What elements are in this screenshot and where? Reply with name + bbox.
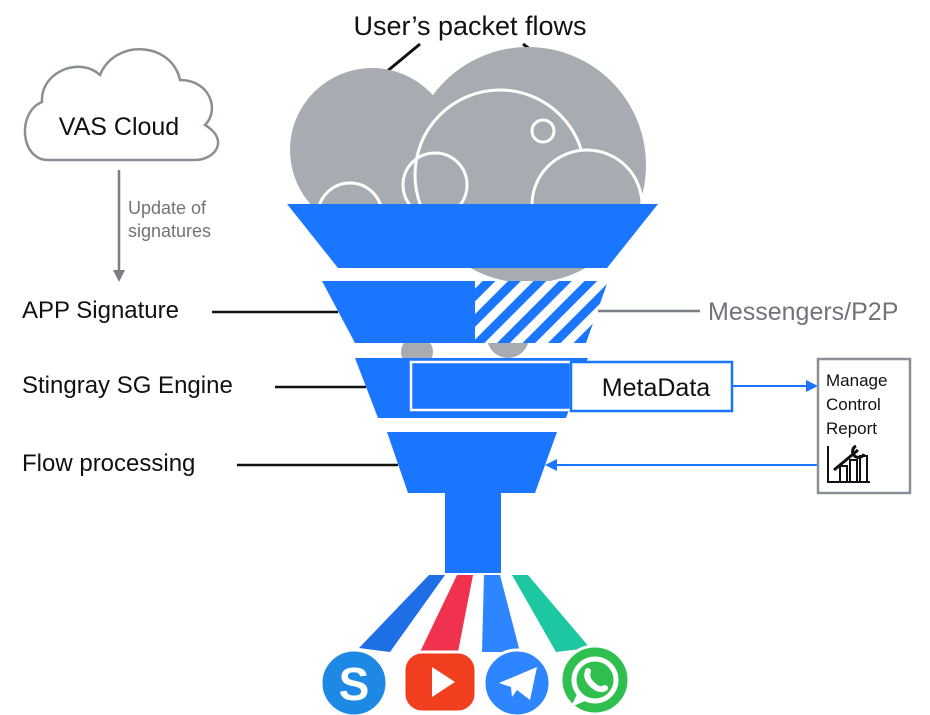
- flow-processing-label: Flow processing: [22, 450, 195, 477]
- vas-cloud-icon: [23, 48, 220, 162]
- engine-label: Stingray SG Engine: [22, 372, 233, 399]
- metadata-label: MetaData: [602, 374, 710, 402]
- update-arrow-head: [113, 270, 125, 282]
- mcr-box: [816, 357, 912, 495]
- stream-telegram: [482, 575, 520, 652]
- mcr-line2: Control: [826, 395, 881, 414]
- vas-cloud-label: VAS Cloud: [59, 113, 179, 141]
- telegram-icon: [482, 648, 552, 715]
- funnel-layer-messengers-hatched: [475, 281, 608, 343]
- skype-icon: S: [319, 648, 389, 715]
- output-streams: [359, 575, 590, 652]
- funnel-layer-app-signature: [322, 281, 475, 343]
- control-arrow-head: [545, 459, 557, 471]
- metadata-arrow-head: [806, 380, 818, 392]
- svg-text:S: S: [339, 658, 370, 710]
- update-label-line2: signatures: [128, 221, 211, 241]
- mcr-line3: Report: [826, 419, 877, 438]
- messengers-label: Messengers/P2P: [708, 298, 898, 326]
- metadata-box: [569, 360, 734, 413]
- tools-chart-icon: [827, 444, 870, 483]
- whatsapp-icon: [559, 644, 631, 715]
- app-signature-label: APP Signature: [22, 297, 179, 324]
- update-label-line1: Update of: [128, 198, 207, 218]
- funnel-layer-flow: [387, 432, 557, 493]
- stream-skype: [359, 575, 445, 652]
- funnel-layer-engine: [355, 358, 588, 418]
- mcr-line1: Manage: [826, 371, 887, 390]
- diagram-title: User’s packet flows: [353, 11, 586, 41]
- youtube-icon: [402, 650, 478, 714]
- title-pointer-left: [384, 42, 421, 75]
- funnel-spout: [445, 493, 501, 573]
- stream-youtube: [420, 575, 473, 652]
- funnel-layer-top: [287, 204, 658, 268]
- stream-whatsapp: [512, 575, 590, 652]
